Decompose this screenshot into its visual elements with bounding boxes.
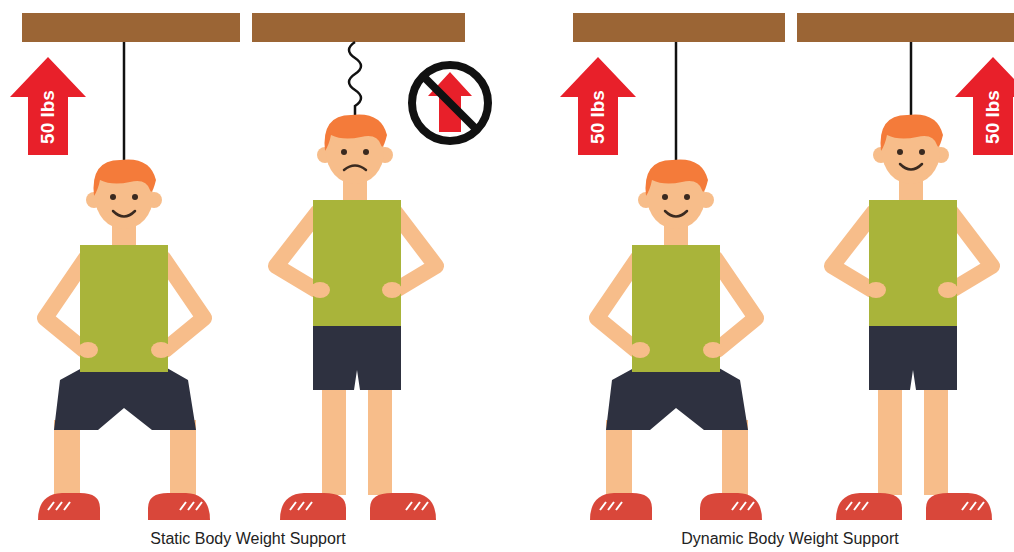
ceiling-beam [797,13,1014,42]
taut-rope [675,42,678,165]
force-label: 50 lbs [982,90,1004,144]
force-arrow: 50 lbs [560,57,636,155]
squatting-person [590,159,762,520]
smile [900,164,922,170]
force-arrow: 50 lbs [10,57,86,155]
arrow-fill [10,57,86,155]
taut-rope [123,42,126,165]
standing-person [832,114,992,520]
force-arrow: 50 lbs [955,57,1014,155]
taut-rope [910,42,913,120]
squatting-person [38,159,210,520]
prohibition-circle [412,65,488,141]
force-label: 50 lbs [587,90,609,144]
prohibition-slash [423,76,477,130]
no-support-symbol [412,65,488,141]
force-label: 50 lbs [37,90,59,144]
frown [344,166,366,171]
slack-rope [349,42,361,118]
ceiling-beam [573,13,785,42]
arrow-fill [955,57,1014,155]
arrow-fill [560,57,636,155]
standing-person [276,114,436,520]
caption-text: Static Body Weight Support [150,530,345,548]
caption-text: Dynamic Body Weight Support [681,530,899,548]
ceiling-beam [252,13,465,42]
ceiling-beam [22,13,240,42]
